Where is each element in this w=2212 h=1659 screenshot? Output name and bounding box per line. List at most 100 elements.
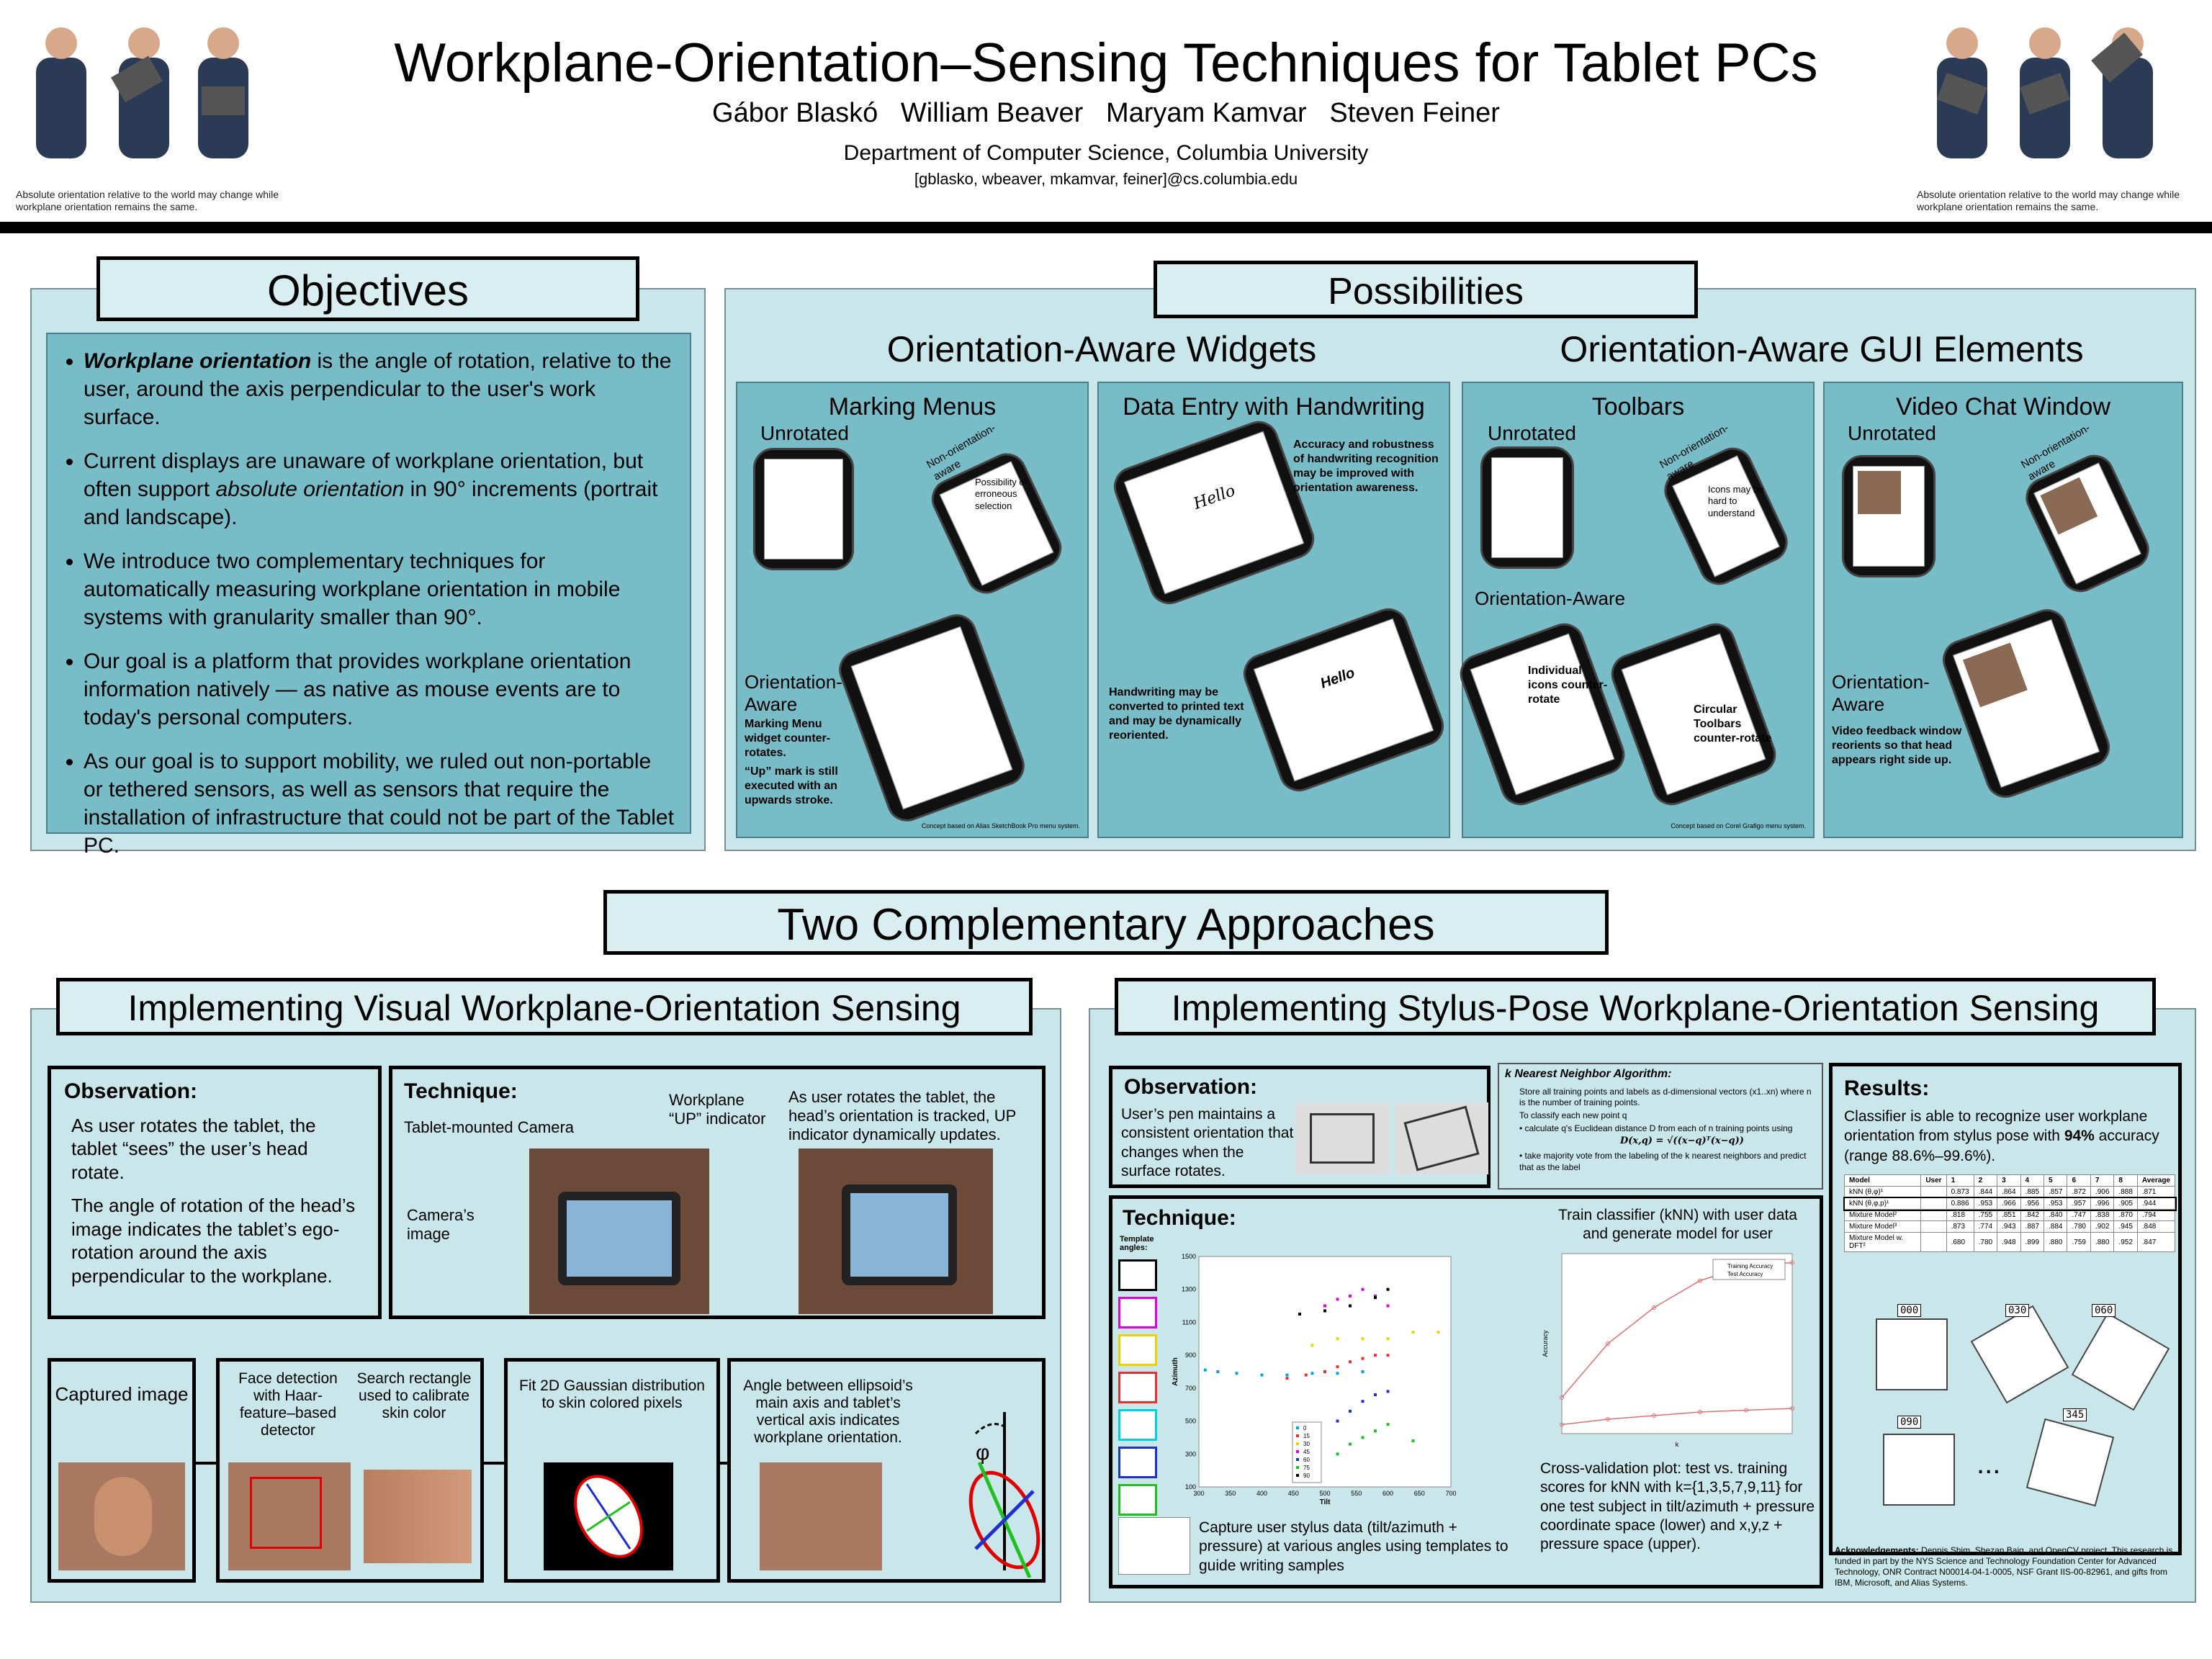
data-point bbox=[1606, 1417, 1610, 1421]
table-cell: .885 bbox=[2020, 1186, 2045, 1198]
face-detected bbox=[228, 1462, 351, 1570]
square-345 bbox=[2026, 1418, 2115, 1507]
template-90 bbox=[1118, 1484, 1157, 1516]
table-header-cell: 5 bbox=[2044, 1174, 2068, 1187]
data-point bbox=[1285, 1377, 1289, 1380]
knn-title: k Nearest Neighbor Algorithm: bbox=[1505, 1068, 1672, 1080]
video-aware: Orientation-Aware bbox=[1832, 671, 1930, 716]
visual-photo-1 bbox=[529, 1148, 709, 1314]
video-title: Video Chat Window bbox=[1896, 393, 2110, 421]
table-cell: .780 bbox=[2067, 1220, 2091, 1233]
table-cell bbox=[1920, 1209, 1947, 1221]
knn-line-3: • calculate q's Euclidean distance D fro… bbox=[1519, 1123, 1793, 1133]
table-header-cell: 3 bbox=[1997, 1174, 2021, 1187]
toolbars-circular: Circular Toolbars counter-rotate bbox=[1694, 703, 1772, 745]
table-header-cell: User bbox=[1920, 1174, 1947, 1187]
data-point bbox=[1310, 1372, 1314, 1375]
x-tick-label: 300 bbox=[1193, 1490, 1204, 1497]
ellipsis: ... bbox=[1977, 1448, 2001, 1480]
hello-printed: Hello bbox=[1318, 665, 1357, 692]
knn-formula: D(x,q) = √((x−q)ᵀ(x−q)) bbox=[1620, 1136, 1744, 1147]
toolbars-credit: Concept based on Corel Grafigo menu syst… bbox=[1671, 822, 1806, 830]
data-point bbox=[1560, 1395, 1564, 1400]
table-header-cell: 7 bbox=[2090, 1174, 2115, 1187]
table-cell: .957 bbox=[2067, 1197, 2091, 1210]
visual-tech-title: Technique: bbox=[404, 1079, 518, 1103]
step-captured: Captured image bbox=[48, 1358, 196, 1583]
data-point bbox=[1411, 1439, 1415, 1442]
legend-label: 90 bbox=[1303, 1473, 1310, 1479]
square-090 bbox=[1883, 1434, 1955, 1506]
y-axis-label: Azimuth bbox=[1172, 1357, 1179, 1385]
arrow-2 bbox=[484, 1462, 505, 1465]
table-cell: kNN (θ,φ,p)¹ bbox=[1843, 1197, 1922, 1210]
template-squares bbox=[1118, 1259, 1161, 1547]
results-title: Results: bbox=[1844, 1076, 1930, 1100]
table-cell: .851 bbox=[1997, 1209, 2021, 1221]
data-point bbox=[1361, 1370, 1364, 1373]
series-line bbox=[1561, 1408, 1793, 1426]
tablet-toolbar-unrotated bbox=[1480, 446, 1574, 569]
toolbars-unrotated: Unrotated bbox=[1488, 422, 1576, 444]
data-point bbox=[1336, 1452, 1339, 1456]
data-point bbox=[1698, 1278, 1702, 1283]
person-figure bbox=[36, 27, 86, 158]
handwriting-bottom: Handwriting may be converted to printed … bbox=[1109, 686, 1244, 742]
data-point bbox=[1374, 1294, 1377, 1298]
tablet-video-unrotated bbox=[1842, 455, 1936, 577]
step2a-label: Face detection with Haar-feature–based d… bbox=[238, 1370, 338, 1439]
data-point bbox=[1349, 1304, 1352, 1308]
template-60 bbox=[1118, 1409, 1157, 1441]
gui-heading: Orientation-Aware GUI Elements bbox=[1560, 329, 2084, 369]
video-desc: Video feedback window reorients so that … bbox=[1832, 725, 1962, 766]
data-point bbox=[1304, 1373, 1308, 1377]
table-cell: .945 bbox=[2113, 1220, 2138, 1233]
objectives-title: Objectives bbox=[96, 256, 639, 321]
header-photo-right bbox=[1915, 14, 2203, 187]
caption-left: Absolute orientation relative to the wor… bbox=[16, 189, 279, 212]
data-point bbox=[1235, 1372, 1238, 1375]
plot-area bbox=[1561, 1253, 1793, 1434]
step2b-label: Search rectangle used to calibrate skin … bbox=[356, 1370, 472, 1421]
table-cell: Mixture Model w. DFT² bbox=[1843, 1232, 1922, 1252]
table-cell: .848 bbox=[2136, 1220, 2176, 1233]
table-cell: .880 bbox=[2090, 1232, 2115, 1252]
square-030 bbox=[1970, 1305, 2069, 1404]
table-cell: .956 bbox=[2020, 1197, 2045, 1210]
table-cell: .902 bbox=[2090, 1220, 2115, 1233]
table-cell: .847 bbox=[2136, 1232, 2176, 1252]
legend-label: 75 bbox=[1303, 1465, 1310, 1471]
data-point bbox=[1374, 1354, 1377, 1357]
table-cell: .944 bbox=[2136, 1197, 2176, 1210]
data-point bbox=[1349, 1442, 1352, 1446]
table-header-cell: Average bbox=[2136, 1174, 2176, 1187]
objective-5: As our goal is to support mobility, we r… bbox=[84, 747, 675, 860]
knn-line-4: • take majority vote from the labeling o… bbox=[1519, 1151, 1807, 1172]
visual-observation: Observation: As user rotates the tablet,… bbox=[48, 1066, 382, 1319]
y-tick-label: 700 bbox=[1185, 1385, 1196, 1392]
legend-label: 60 bbox=[1303, 1457, 1310, 1463]
data-point bbox=[1790, 1406, 1794, 1411]
data-point bbox=[1560, 1422, 1564, 1427]
table-cell: .755 bbox=[1973, 1209, 1998, 1221]
data-point bbox=[1386, 1287, 1390, 1291]
table-cell: .842 bbox=[2020, 1209, 2045, 1221]
x-tick-label: 700 bbox=[1445, 1490, 1456, 1497]
angle-diagram bbox=[968, 1412, 1040, 1578]
step-face-detection: Face detection with Haar-feature–based d… bbox=[216, 1358, 484, 1583]
template-45 bbox=[1118, 1372, 1157, 1403]
table-cell: .747 bbox=[2067, 1209, 2091, 1221]
legend-label: 45 bbox=[1303, 1449, 1310, 1455]
skin-patch bbox=[364, 1470, 472, 1563]
x-tick-label: 350 bbox=[1225, 1490, 1236, 1497]
handwriting-panel: Data Entry with Handwriting Hello Accura… bbox=[1097, 382, 1450, 838]
table-cell: .887 bbox=[2020, 1220, 2045, 1233]
data-point bbox=[1374, 1429, 1377, 1433]
y-tick-label: 1500 bbox=[1182, 1253, 1196, 1260]
table-cell: .680 bbox=[1946, 1232, 1974, 1252]
visual-obs-1: As user rotates the tablet, the tablet “… bbox=[71, 1114, 316, 1183]
tablet-handwriting-1: Hello bbox=[1108, 415, 1320, 611]
tablet-handwriting-2: Hello bbox=[1238, 602, 1449, 798]
